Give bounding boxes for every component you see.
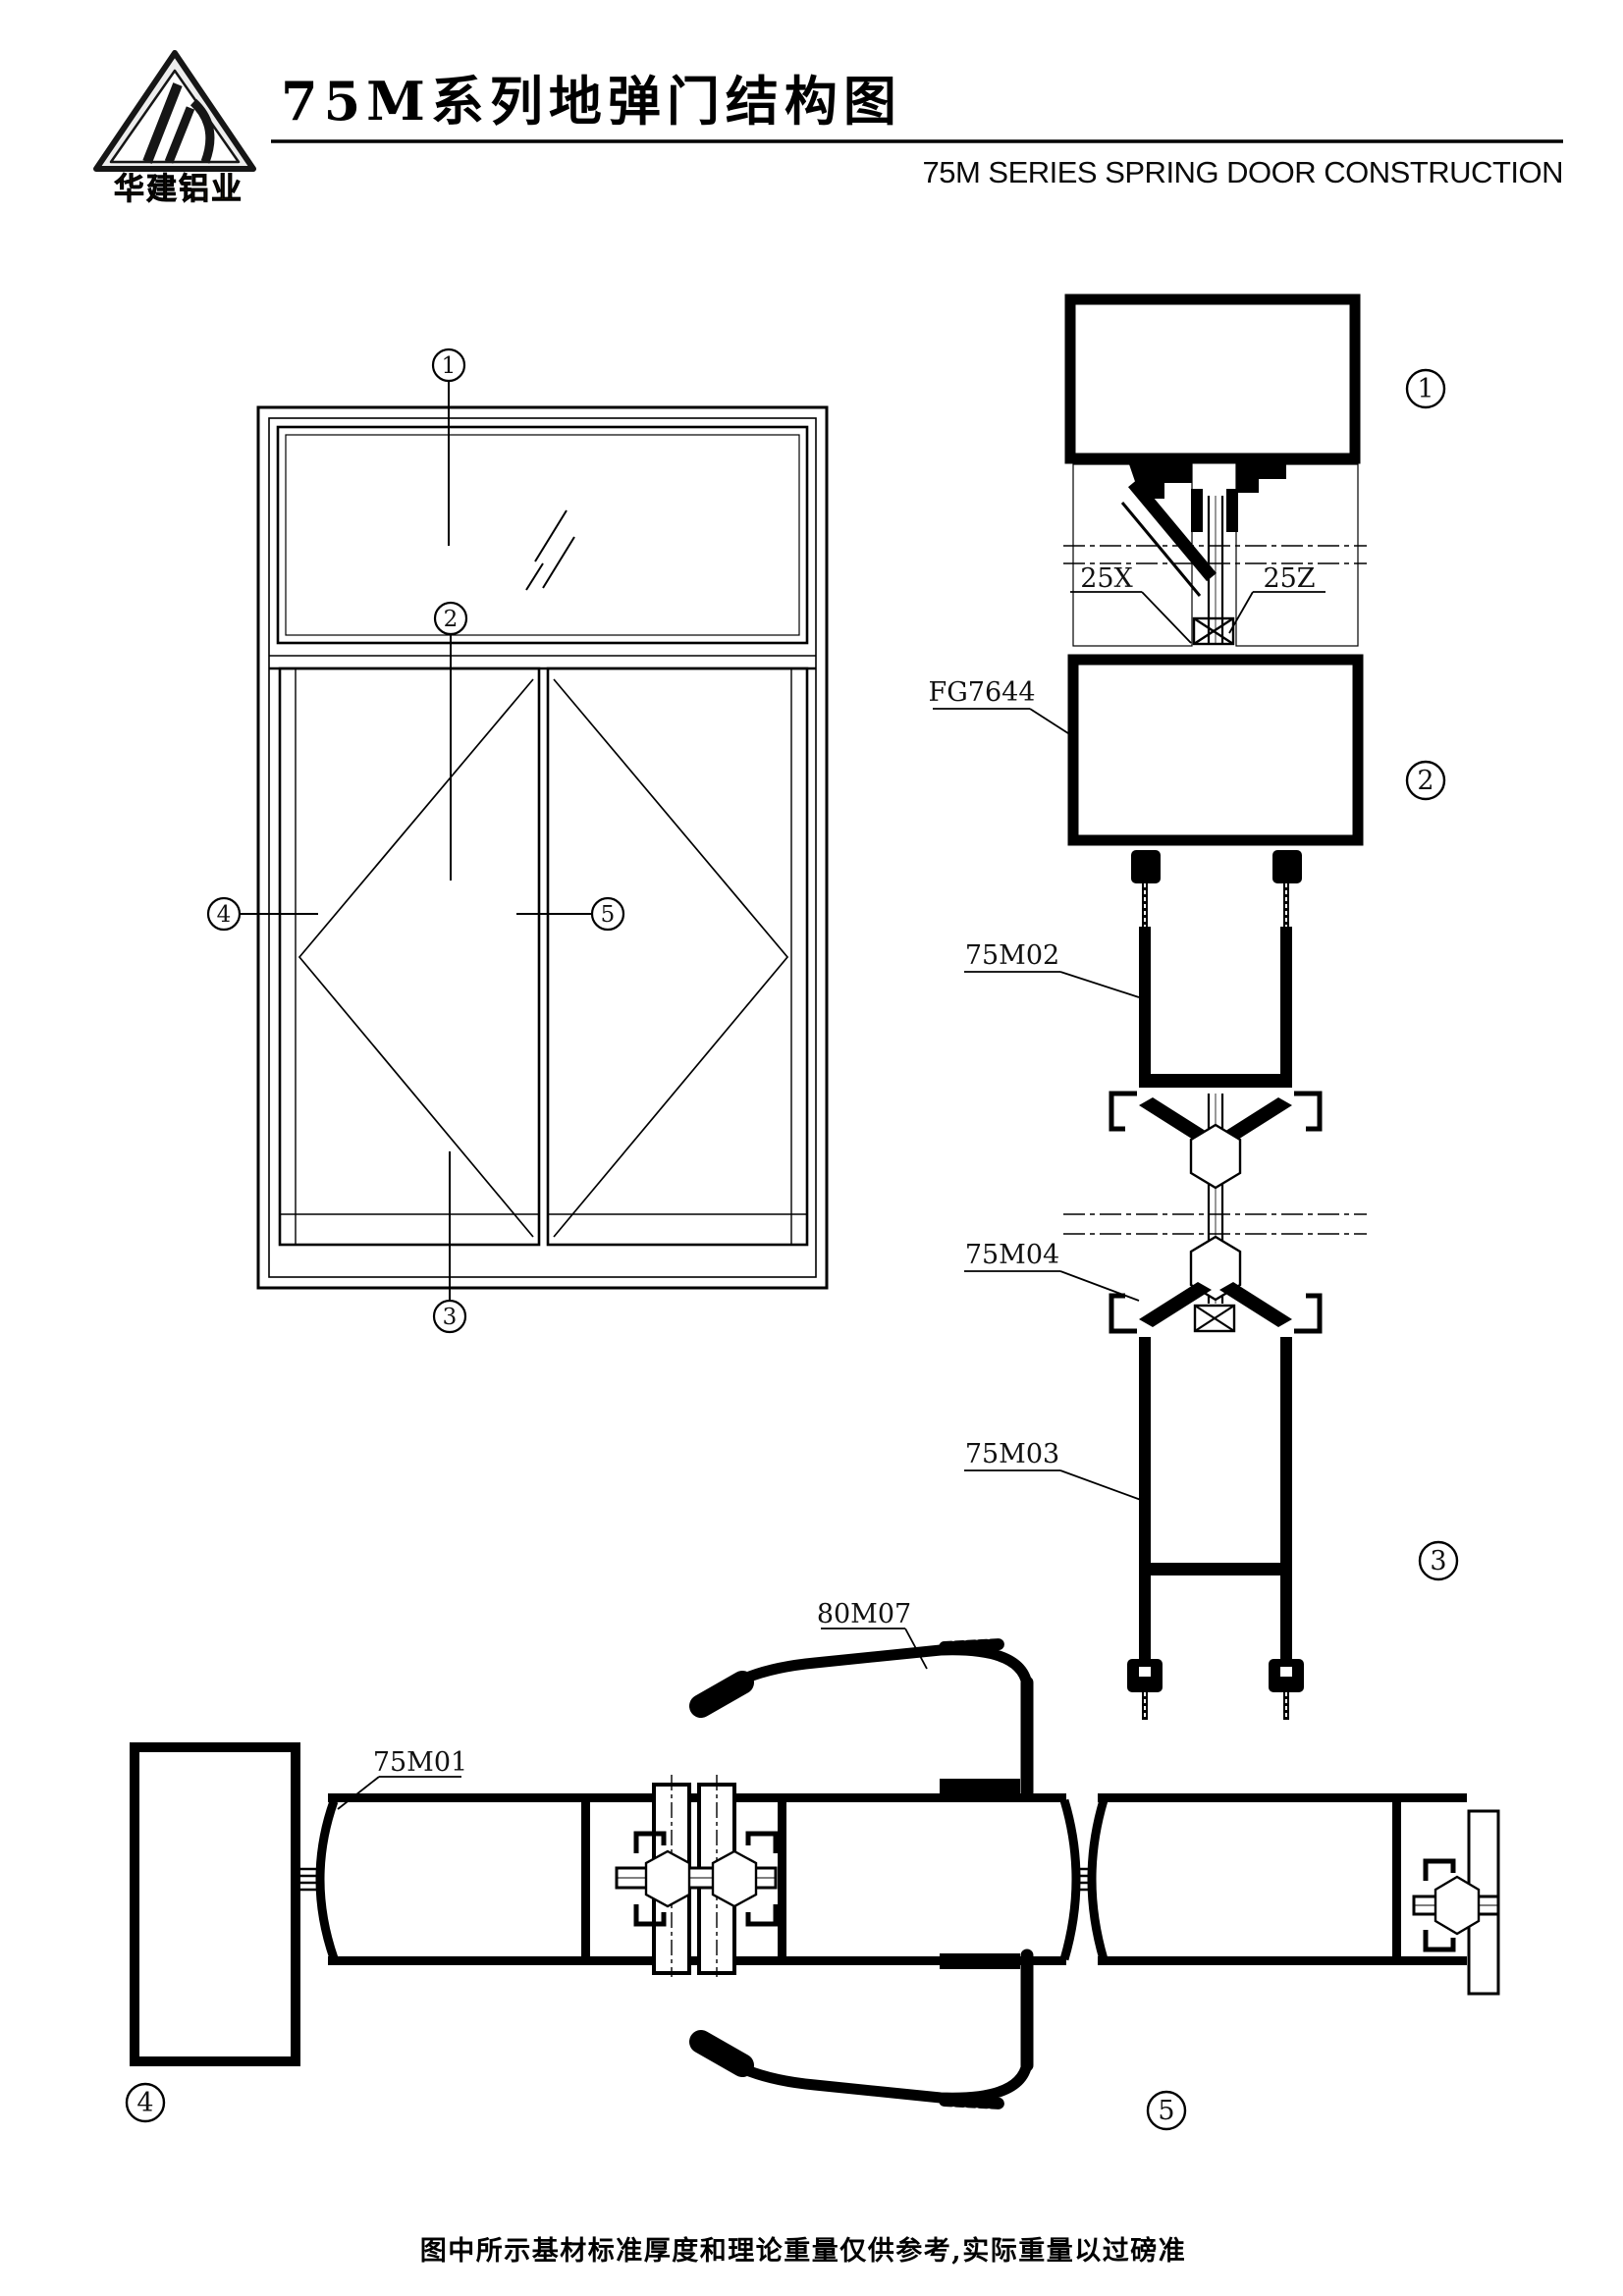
marker-1: 1 [442,353,457,379]
pull-handle-80M07 [689,1638,1034,1799]
marker-5: 5 [601,902,616,928]
screw-connectors [1131,850,1302,927]
swing-symbol-left [298,678,534,1238]
elevation-markers [206,347,625,1334]
glass-symbol [525,509,575,591]
footer-note: 图中所示基材标准厚度和理论重量仅供参考,实际重量以过磅准 [420,2235,1186,2267]
triangle-hj-logo-icon [93,50,256,172]
profile-75M03 [1127,1337,1304,1720]
label-80M07: 80M07 [817,1599,911,1629]
mid-joint [1063,1091,1367,1334]
page-title-en: 75M SERIES SPRING DOOR CONSTRUCTION [922,155,1563,189]
brand-text: 华建铝业 [114,172,243,207]
horizontal-section-view [125,1628,1500,2131]
door-leaf-left [278,667,541,1247]
label-75M03: 75M03 [965,1439,1059,1469]
pull-handle-mirrored [701,1953,1027,2104]
door-leaf2-plan [1087,1793,1500,1996]
label-75M02: 75M02 [965,940,1059,971]
frame-inner [268,417,817,1278]
swing-symbol-right [553,678,789,1238]
marker-2-section: 2 [1417,766,1434,796]
head-frame-section [1064,294,1361,464]
transom-bead-outer [276,425,809,645]
marker-3: 3 [443,1305,458,1330]
page-title-cn: 75M系列地弹门结构图 [281,70,902,133]
frame-outer [256,405,829,1290]
marker-2: 2 [444,607,459,632]
label-FG7644: FG7644 [928,677,1035,708]
marker-4-section: 4 [136,2088,153,2118]
label-25X: 25X [1080,563,1133,594]
marker-1-section: 1 [1417,374,1434,404]
profile-75M02 [1139,927,1292,1088]
hsec-markers [125,2082,1187,2131]
label-75M04: 75M04 [965,1240,1059,1270]
break-lines-top [1063,545,1367,564]
door-leaf-right [546,667,809,1247]
gasket-profile-blocks [1129,464,1286,532]
pivot-assembly [615,1775,779,1977]
elevation-view [206,347,829,1334]
transom-beam-section [1067,654,1364,846]
vsec-markers [1405,368,1459,1581]
setting-block-top [1192,616,1235,646]
hsec-texts: 75M01 80M07 4 5 [136,1599,1174,2126]
jamb-column-section [130,1742,300,2066]
elevation-marker-numbers: 1 2 3 4 5 [217,353,616,1330]
header: 华建铝业 75M系列地弹门结构图 75M SERIES SPRING DOOR … [93,50,1564,207]
marker-3-section: 3 [1430,1546,1446,1576]
marker-5-section: 5 [1158,2096,1174,2126]
transom-bead-inner [285,434,800,636]
vsec-texts: 25X 25Z FG7644 75M02 75M04 75M03 1 2 3 [928,374,1446,1576]
label-25Z: 25Z [1263,563,1315,594]
vertical-section-stack [933,294,1459,1720]
marker-4: 4 [217,902,232,928]
elevation-marker-leaders [240,381,592,1301]
label-75M01: 75M01 [373,1747,467,1778]
